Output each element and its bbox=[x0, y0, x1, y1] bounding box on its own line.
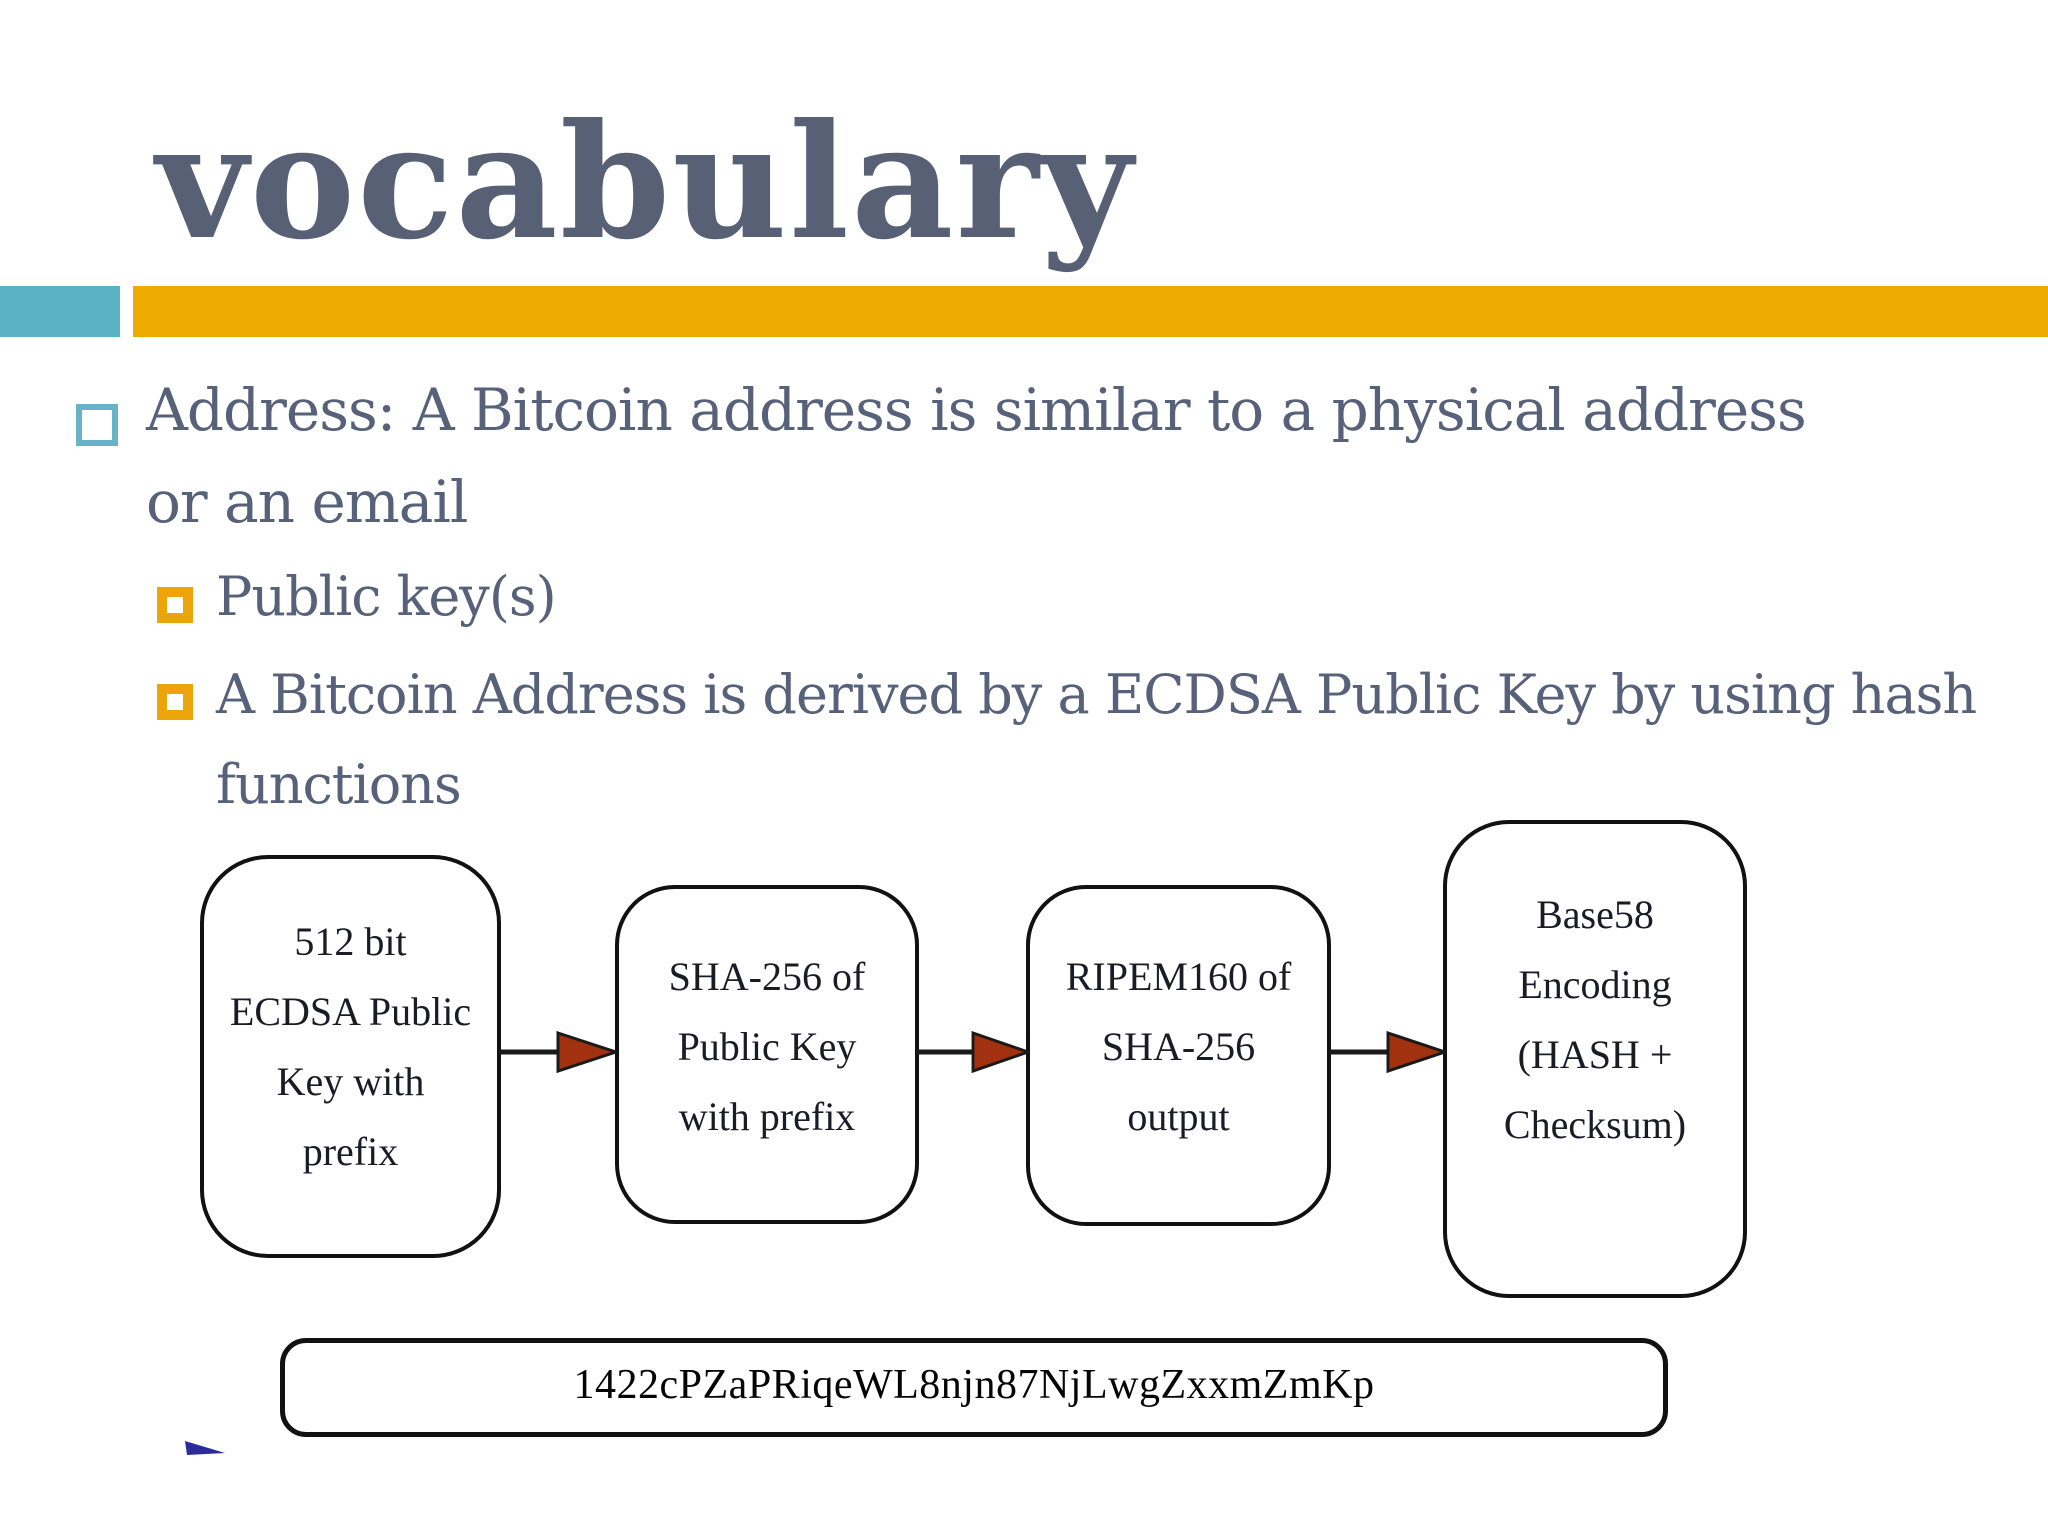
level1-bullet-icon bbox=[76, 404, 118, 446]
address-result-box: 1422cPZaPRiqeWL8njn87NjLwgZxxmZmKp bbox=[280, 1338, 1668, 1437]
bullet-inner-square bbox=[167, 597, 183, 613]
bitcoin-address-text: 1422cPZaPRiqeWL8njn87NjLwgZxxmZmKp bbox=[573, 1361, 1375, 1408]
flow-box-ecdsa-public-key: 512 bit ECDSA Public Key with prefix bbox=[200, 855, 501, 1258]
flow-box-base58: Base58 Encoding (HASH + Checksum) bbox=[1443, 820, 1747, 1298]
flow-arrow-icon bbox=[1329, 1030, 1447, 1074]
bullet-text-line: A Bitcoin Address is derived by a ECDSA … bbox=[216, 663, 1977, 726]
bullet-inner-square bbox=[167, 694, 183, 710]
flow-box-line: RIPEM160 of bbox=[1065, 954, 1292, 999]
flow-box-line: 512 bit bbox=[294, 919, 407, 964]
blue-triangle-icon bbox=[185, 1441, 225, 1455]
flow-box-line: SHA-256 of bbox=[668, 954, 866, 999]
bullet-text-line: functions bbox=[216, 753, 462, 816]
flow-arrow-icon bbox=[916, 1030, 1030, 1074]
flow-box-line: output bbox=[1127, 1094, 1230, 1139]
flow-box-line: SHA-256 bbox=[1101, 1024, 1256, 1069]
flow-box-ripem160: RIPEM160 of SHA-256 output bbox=[1026, 885, 1331, 1226]
divider-orange-bar bbox=[133, 286, 2048, 337]
level2-bullet-text: Public key(s) bbox=[216, 552, 557, 642]
bullet-text-line: Address: A Bitcoin address is similar to… bbox=[146, 376, 1807, 444]
bullet-text-line: Public key(s) bbox=[216, 565, 557, 628]
flow-box-line: with prefix bbox=[678, 1094, 856, 1139]
flow-arrow-icon bbox=[498, 1030, 618, 1074]
flow-box-line: Checksum) bbox=[1503, 1102, 1687, 1147]
level2-bullet-icon bbox=[157, 587, 193, 623]
flow-box-line: (HASH + bbox=[1517, 1032, 1673, 1077]
slide-title: vocabulary bbox=[156, 90, 1135, 275]
flow-box-line: ECDSA Public bbox=[229, 989, 472, 1034]
flow-box-line: Base58 bbox=[1536, 892, 1654, 937]
divider-teal-block bbox=[0, 286, 120, 337]
level2-bullet-text: A Bitcoin Address is derived by a ECDSA … bbox=[216, 650, 1977, 830]
flow-box-line: Encoding bbox=[1518, 962, 1672, 1007]
bullet-text-line: or an email bbox=[146, 468, 468, 536]
flow-box-line: prefix bbox=[302, 1129, 399, 1174]
flow-box-line: Key with bbox=[276, 1059, 425, 1104]
level2-bullet-icon bbox=[157, 684, 193, 720]
flow-box-sha256: SHA-256 of Public Key with prefix bbox=[615, 885, 919, 1224]
level1-bullet-text: Address: A Bitcoin address is similar to… bbox=[146, 364, 1807, 548]
flow-box-line: Public Key bbox=[677, 1024, 857, 1069]
